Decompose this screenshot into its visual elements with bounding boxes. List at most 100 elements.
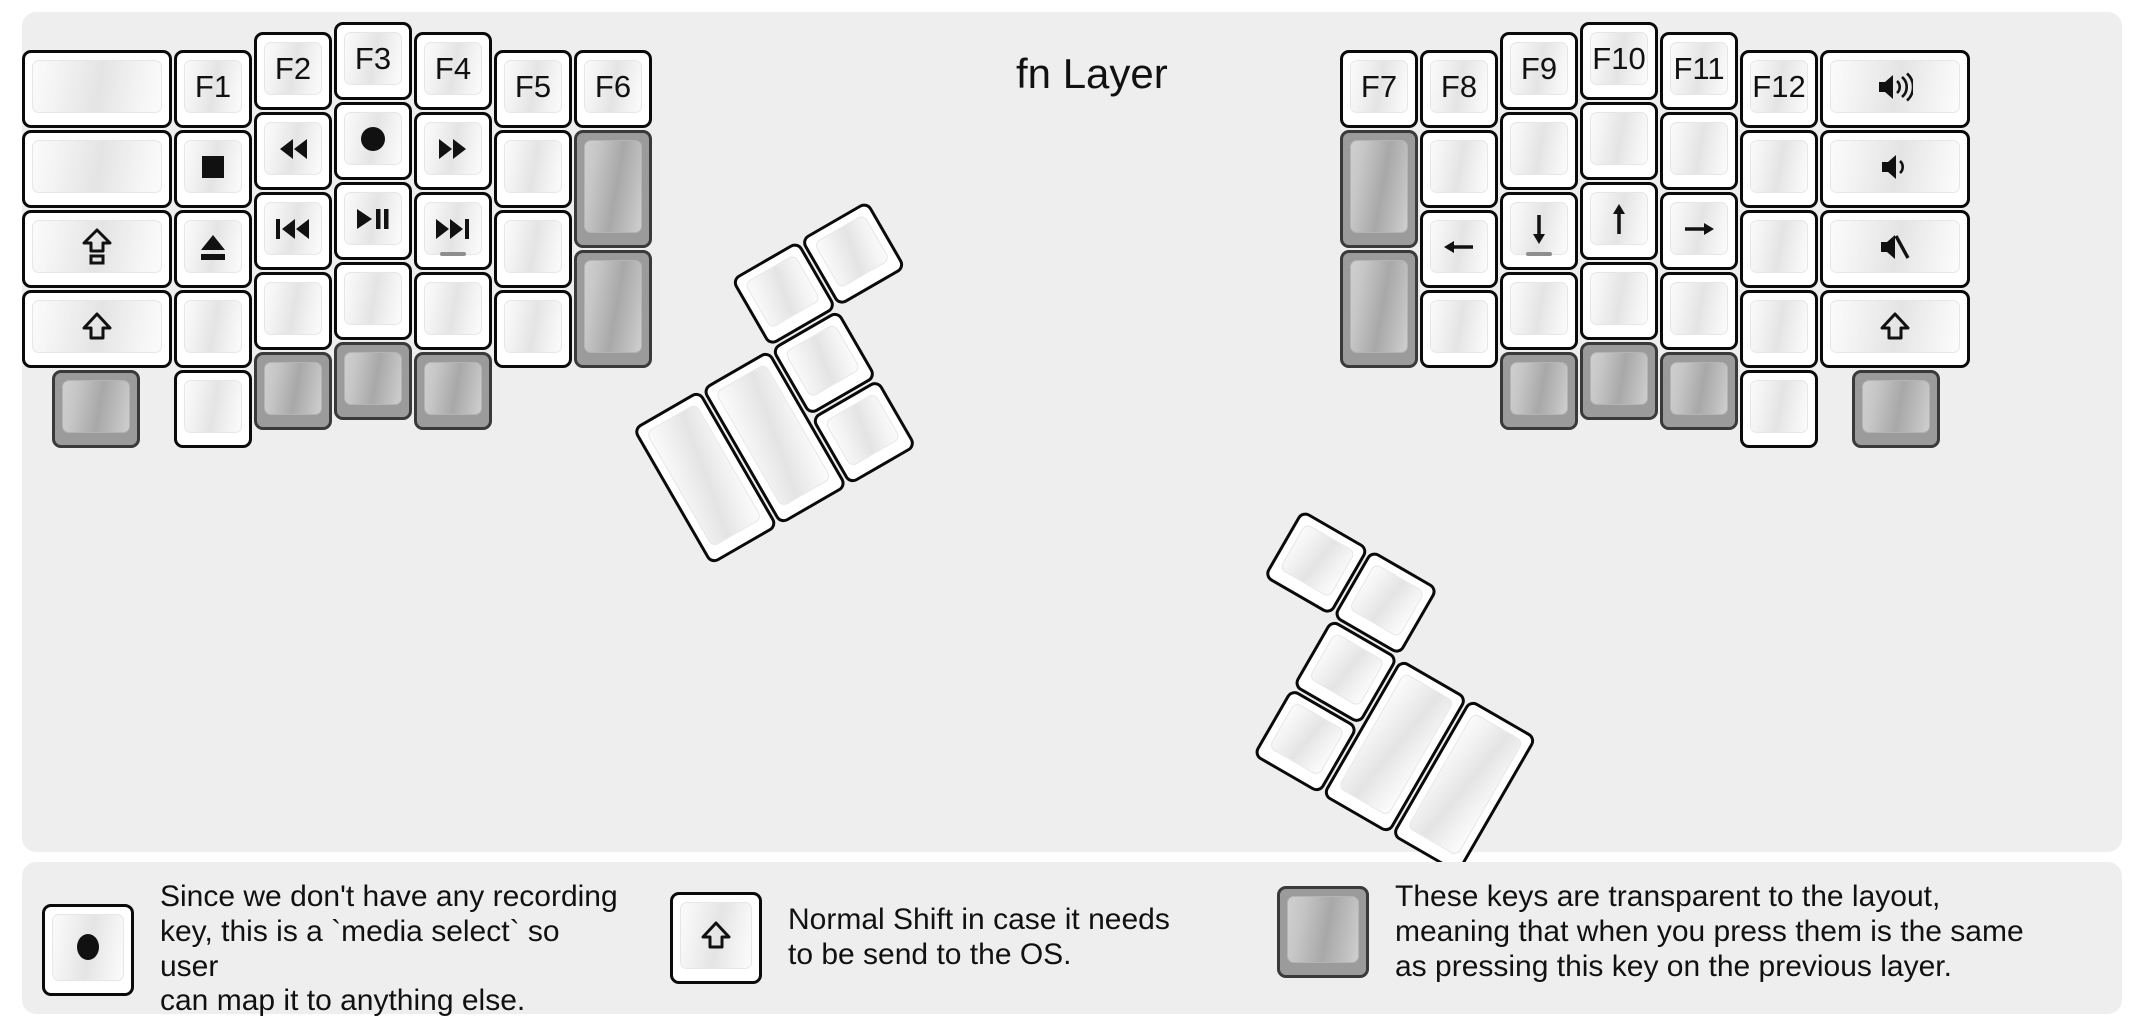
keycap-surface <box>1268 701 1346 777</box>
key-f2[interactable]: F2 <box>254 32 332 110</box>
legend-key-shift <box>670 892 762 984</box>
keycap-surface <box>424 282 482 335</box>
key-f11[interactable]: F11 <box>1660 32 1738 110</box>
key-right-trans-tall2[interactable] <box>1340 250 1418 368</box>
keycap-surface <box>813 213 891 289</box>
key-right-trans-r5c5[interactable] <box>1660 352 1738 430</box>
keycap-surface <box>62 380 130 433</box>
key-left-blank-r1c1[interactable] <box>22 50 172 128</box>
key-left-blank-r4c5[interactable] <box>414 272 492 350</box>
key-media-eject[interactable] <box>174 210 252 288</box>
legend-keycap-1[interactable] <box>670 892 762 984</box>
record-circle-icon <box>73 931 103 963</box>
key-media-rewind[interactable] <box>254 112 332 190</box>
key-right-blank-r5c6[interactable] <box>1740 370 1818 448</box>
key-right-blank-r4c3[interactable] <box>1500 272 1578 350</box>
key-right-blank-r2c4[interactable] <box>1580 102 1658 180</box>
keycap-surface <box>1350 260 1408 353</box>
key-arrow-up[interactable] <box>1580 182 1658 260</box>
keycap-surface <box>1510 202 1568 255</box>
key-left-trans-r5c5[interactable] <box>414 352 492 430</box>
key-right-trans-tall1[interactable] <box>1340 130 1418 248</box>
key-left-blank-r3c6[interactable] <box>494 210 572 288</box>
key-f12[interactable]: F12 <box>1740 50 1818 128</box>
keycap-surface <box>824 392 901 468</box>
key-mute[interactable] <box>1820 210 1970 288</box>
key-f9[interactable]: F9 <box>1500 32 1578 110</box>
key-label: F7 <box>1360 69 1398 104</box>
arrowright-icon <box>1683 216 1715 242</box>
keycap-surface <box>32 220 162 273</box>
volup-icon <box>1877 72 1913 102</box>
key-f6[interactable]: F6 <box>574 50 652 128</box>
key-right-blank-r4c5[interactable] <box>1660 272 1738 350</box>
keycap-surface: F2 <box>264 42 322 95</box>
keycap-surface <box>584 140 642 233</box>
key-media-stop[interactable] <box>174 130 252 208</box>
key-media-fastfwd[interactable] <box>414 112 492 190</box>
keycap-surface <box>32 60 162 113</box>
key-left-blank-r4c2[interactable] <box>174 290 252 368</box>
key-right-blank-r4c4[interactable] <box>1580 262 1658 340</box>
keycap-surface <box>1830 60 1960 113</box>
legend-keycap-2[interactable] <box>1277 886 1369 979</box>
key-left-blank-r4c3[interactable] <box>254 272 332 350</box>
keycap-surface <box>1750 300 1808 353</box>
key-media-next[interactable] <box>414 192 492 270</box>
key-right-blank-r2c3[interactable] <box>1500 112 1578 190</box>
key-media-prev[interactable] <box>254 192 332 270</box>
keycap-surface <box>1350 140 1408 233</box>
key-media-record[interactable] <box>334 102 412 180</box>
key-left-trans-r5c3[interactable] <box>254 352 332 430</box>
key-right-blank-r2c5[interactable] <box>1660 112 1738 190</box>
key-arrow-right[interactable] <box>1660 192 1738 270</box>
key-f10[interactable]: F10 <box>1580 22 1658 100</box>
keycap-surface <box>1750 380 1808 433</box>
key-right-trans-r5c4[interactable] <box>1580 342 1658 420</box>
key-f5[interactable]: F5 <box>494 50 572 128</box>
key-arrow-down[interactable] <box>1500 192 1578 270</box>
keycap-surface <box>184 220 242 273</box>
key-arrow-left[interactable] <box>1420 210 1498 288</box>
key-capslock[interactable] <box>22 210 172 288</box>
key-f4[interactable]: F4 <box>414 32 492 110</box>
key-label: F3 <box>354 41 392 76</box>
key-f3[interactable]: F3 <box>334 22 412 100</box>
key-left-trans-tall1[interactable] <box>574 130 652 248</box>
legend-keycap-0[interactable] <box>42 903 134 996</box>
capslock-icon <box>82 228 112 266</box>
key-f7[interactable]: F7 <box>1340 50 1418 128</box>
key-right-shift[interactable] <box>1820 290 1970 368</box>
keycap-surface: F8 <box>1430 60 1488 113</box>
key-right-blank-r2c2[interactable] <box>1420 130 1498 208</box>
keycap-surface: F12 <box>1750 60 1808 113</box>
keycap-surface <box>1590 112 1648 165</box>
key-left-blank-r2c6[interactable] <box>494 130 572 208</box>
key-volume-up[interactable] <box>1820 50 1970 128</box>
keycap-surface <box>1510 282 1568 335</box>
key-left-blank-r2c1[interactable] <box>22 130 172 208</box>
legend-key-record <box>42 903 134 996</box>
playpause-icon <box>356 207 391 231</box>
key-volume-down[interactable] <box>1820 130 1970 208</box>
key-left-blank-r4c4[interactable] <box>334 262 412 340</box>
key-right-blank-r4c2[interactable] <box>1420 290 1498 368</box>
key-right-trans-r5c3[interactable] <box>1500 352 1578 430</box>
key-left-blank-r5c2[interactable] <box>174 370 252 448</box>
keycap-surface <box>1590 192 1648 245</box>
key-f8[interactable]: F8 <box>1420 50 1498 128</box>
keycap-surface <box>1670 282 1728 335</box>
key-left-blank-r4c6[interactable] <box>494 290 572 368</box>
key-right-blank-r4c6[interactable] <box>1740 290 1818 368</box>
key-left-trans-r5c4[interactable] <box>334 342 412 420</box>
legend-item-record: Since we don't have any recording key, t… <box>42 880 622 1019</box>
key-right-trans-r5c7[interactable] <box>1852 370 1940 448</box>
key-right-blank-r2c6[interactable] <box>1740 130 1818 208</box>
key-right-blank-r3c6[interactable] <box>1740 210 1818 288</box>
key-media-playpause[interactable] <box>334 182 412 260</box>
keycap-surface <box>52 913 124 981</box>
key-left-trans-tall2[interactable] <box>574 250 652 368</box>
key-f1[interactable]: F1 <box>174 50 252 128</box>
key-left-trans-r5c1[interactable] <box>52 370 140 448</box>
key-left-shift[interactable] <box>22 290 172 368</box>
